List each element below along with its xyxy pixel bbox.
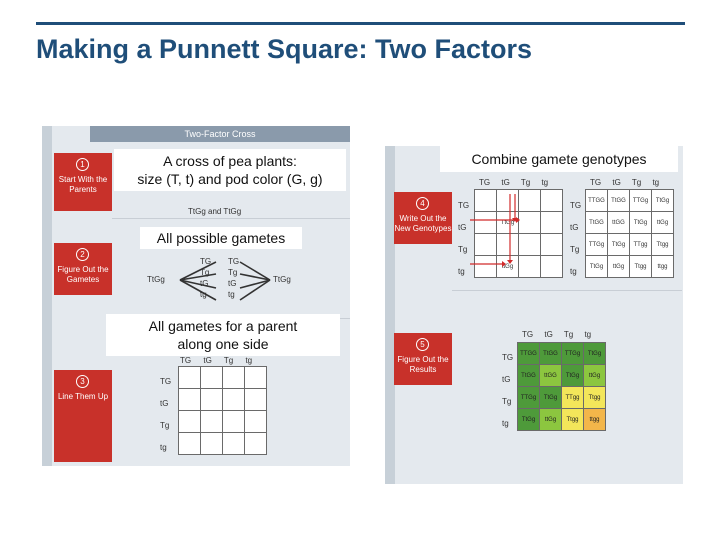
result-cell: TTGg <box>561 342 584 365</box>
gamete-label: Tg <box>228 268 238 277</box>
step-5-number: 5 <box>416 338 429 351</box>
parents-genotypes: TtGg and TtGg <box>188 207 242 216</box>
step-1-badge: 1 Start With the Parents <box>54 153 112 211</box>
result-cell: TTgg <box>561 386 584 409</box>
gamete-label: tG <box>200 279 209 288</box>
grid-cell: TtGg <box>607 233 630 256</box>
gamete-label: TG <box>228 257 240 266</box>
grid-cell: TtGG <box>607 189 630 212</box>
step-3-label: Line Them Up <box>57 392 109 401</box>
result-cell: TTGG <box>517 342 540 365</box>
lineup-callout-line1: All gametes for a parent <box>148 318 298 334</box>
parents-callout-line2: size (T, t) and pod color (G, g) <box>137 171 323 187</box>
grid-cell: Ttgg <box>629 255 652 278</box>
combine-callout: Combine gamete genotypes <box>440 146 678 172</box>
left-panel-strip <box>42 126 52 466</box>
step-1-number: 1 <box>76 158 89 171</box>
step-5-label: Figure Out the Results <box>397 355 449 374</box>
result-cell: TtGg <box>539 386 562 409</box>
gamete-label: Tg <box>200 268 210 277</box>
slide-title: Making a Punnett Square: Two Factors <box>36 34 533 64</box>
result-cell: ttGG <box>539 364 562 387</box>
grid-cell: TTGg <box>585 233 608 256</box>
result-cell: Ttgg <box>561 408 584 431</box>
grid-cell: TtGg <box>585 255 608 278</box>
step-3-badge: 3 Line Them Up <box>54 370 112 462</box>
step-4-label: Write Out the New Genotypes <box>394 214 452 233</box>
grid-cell: TTGg <box>629 189 652 212</box>
title-rule <box>36 22 685 25</box>
full-top-headers: TG tG Tg tg <box>590 178 660 187</box>
grid-cell: TTgg <box>629 233 652 256</box>
lineup-callout: All gametes for a parent along one side <box>106 314 340 356</box>
step-4-number: 4 <box>416 197 429 210</box>
lineup-top-headers: TG tG Tg tg <box>180 356 253 365</box>
result-cell: TtGG <box>539 342 562 365</box>
result-cell: TtGg <box>517 408 540 431</box>
result-cell: ttGg <box>583 364 606 387</box>
empty-punnett-grid <box>178 366 267 455</box>
grid-cell: Ttgg <box>651 233 674 256</box>
result-cell: TtGg <box>583 342 606 365</box>
result-cell: TtGg <box>561 364 584 387</box>
gamete-arrows <box>179 261 271 301</box>
combine-arrows <box>470 194 520 267</box>
grid-cell: TtGg <box>496 211 519 234</box>
gametes-callout: All possible gametes <box>140 227 302 249</box>
result-cell: ttgg <box>583 408 606 431</box>
result-cell: TTGg <box>517 386 540 409</box>
step-3-number: 3 <box>76 375 89 388</box>
result-cell: Ttgg <box>583 386 606 409</box>
step-1-label: Start With the Parents <box>58 175 108 194</box>
grid-cell: ttGG <box>607 211 630 234</box>
grid-cell: TtGg <box>629 211 652 234</box>
grid-cell: ttgg <box>651 255 674 278</box>
grid-cell: TtGG <box>585 211 608 234</box>
grid-cell: ttGg <box>607 255 630 278</box>
lineup-callout-line2: along one side <box>177 336 269 352</box>
partial-top-headers: TG tG Tg tg <box>479 178 549 187</box>
grid-cell: ttGg <box>496 255 519 278</box>
gamete-label: tg <box>200 290 207 299</box>
step-2-label: Figure Out the Gametes <box>57 265 109 284</box>
gametes-right: TG Tg tG tg <box>228 256 239 300</box>
parent-left-genotype: TtGg <box>147 275 165 284</box>
parents-callout: A cross of pea plants: size (T, t) and p… <box>114 149 346 191</box>
divider <box>112 218 350 219</box>
result-cell: ttGg <box>539 408 562 431</box>
panel-header: Two-Factor Cross <box>90 126 350 142</box>
gamete-label: TG <box>200 257 212 266</box>
partial-punnett-grid: TtGg ttGg <box>474 189 563 278</box>
divider <box>452 290 682 291</box>
grid-cell: TTGG <box>585 189 608 212</box>
parent-right-genotype: TtGg <box>273 275 291 284</box>
gamete-label: tg <box>228 290 235 299</box>
gamete-label: tG <box>228 279 237 288</box>
grid-cell: ttGg <box>651 211 674 234</box>
result-top-headers: TG tG Tg tg <box>522 330 592 339</box>
step-4-badge: 4 Write Out the New Genotypes <box>394 192 452 244</box>
step-5-badge: 5 Figure Out the Results <box>394 333 452 385</box>
gametes-left: TG Tg tG tg <box>200 256 211 300</box>
parents-callout-line1: A cross of pea plants: <box>163 153 297 169</box>
step-2-number: 2 <box>76 248 89 261</box>
right-panel-strip <box>385 146 395 484</box>
result-cell: TtGG <box>517 364 540 387</box>
step-2-badge: 2 Figure Out the Gametes <box>54 243 112 295</box>
grid-cell: TtGg <box>651 189 674 212</box>
